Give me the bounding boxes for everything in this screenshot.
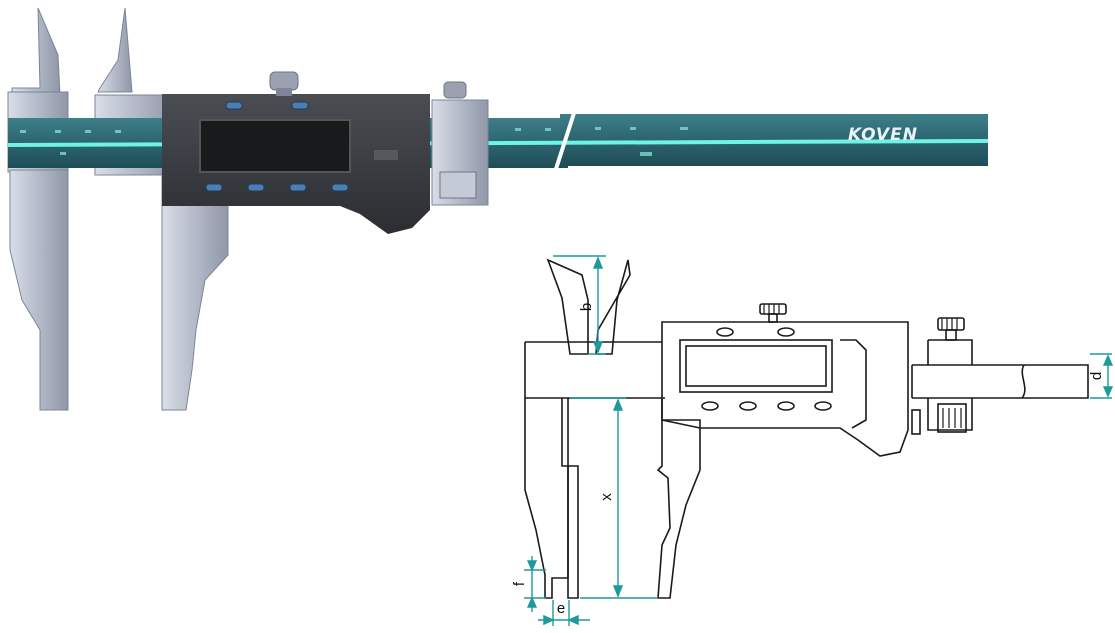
drawing-housing-bulge (840, 339, 867, 429)
drawing-slider-lower-jaw (567, 398, 701, 599)
housing-thumb-base (276, 88, 292, 96)
housing-buttons (205, 101, 349, 192)
knurl-marks (763, 304, 962, 428)
dim-f-arrow-top (526, 560, 538, 572)
brand-logo: KOVEN (848, 125, 918, 145)
drawing-slider-upper-jaw (595, 259, 631, 355)
dim-x-label: x (598, 493, 615, 501)
housing-port (374, 150, 398, 160)
dim-x-arrow-top (612, 398, 624, 411)
drawing-lcd (679, 339, 833, 393)
dim-b-arrow-top (592, 256, 604, 269)
drawing-housing (661, 321, 909, 457)
fixed-lower-jaw (9, 169, 69, 411)
lock-clamp (439, 171, 477, 199)
dim-x-arrow-bottom (612, 585, 624, 598)
dim-d-arrow-bottom (1102, 386, 1114, 398)
dim-e-arrow-right (567, 614, 579, 626)
dim-d-label: d (1088, 372, 1105, 380)
lcd-screen (199, 119, 351, 173)
drawing-fixed-lower-jaw (524, 398, 569, 599)
drawing-buttons (701, 327, 832, 411)
dim-e-label: e (557, 600, 565, 617)
drawing-beam (524, 341, 1089, 399)
beam-break (553, 109, 577, 173)
drawing-lock-block (911, 339, 973, 431)
slider-upper-jaw (97, 7, 133, 93)
lock-screw-cap (443, 81, 467, 99)
drawing-beam-break (1021, 364, 1026, 399)
dim-b-arrow-bottom (592, 341, 604, 354)
drawing-lock-knob (911, 409, 921, 435)
drawing-lock-stem (945, 329, 957, 341)
drawing-lock-clamp (937, 403, 967, 433)
dim-d-arrow-top (1102, 354, 1114, 366)
dim-f-label: f (511, 581, 528, 586)
dim-e-arrow-left (543, 614, 555, 626)
drawing-lcd-inner (685, 345, 827, 387)
drawing-thumb-stem (768, 313, 778, 323)
dim-f-arrow-bottom (526, 596, 538, 608)
dim-b-label: b (578, 303, 595, 311)
